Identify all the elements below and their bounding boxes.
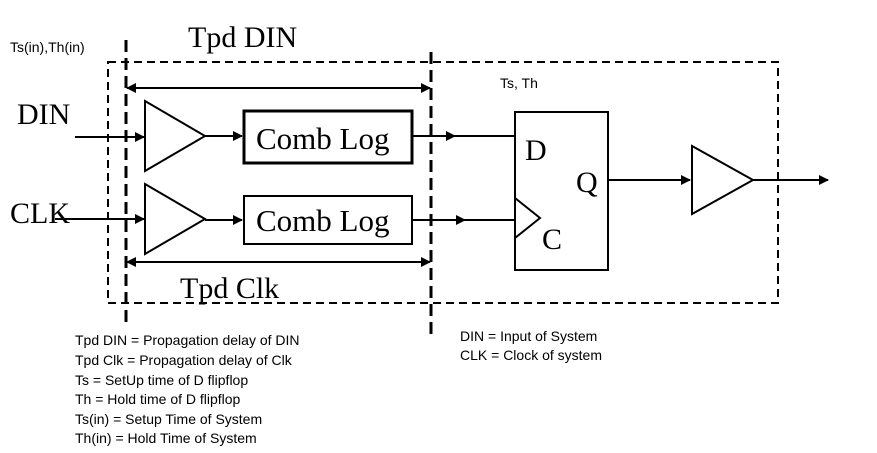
comb-log-clk-label: Comb Log (256, 203, 389, 238)
legend-line: Ts = SetUp time of D flipflop (75, 372, 248, 388)
tpd-clk-label: Tpd Clk (180, 272, 279, 305)
legend-line: Tpd Clk = Propagation delay of Clk (75, 352, 293, 368)
clk-buffer (144, 182, 207, 256)
legend-line: Th = Hold time of D flipflop (75, 391, 241, 407)
comb-log-din-box (242, 109, 414, 165)
comb-log-din-label: Comb Log (256, 121, 389, 156)
legend-line: CLK = Clock of system (460, 347, 602, 363)
ts-th-in-label: Ts(in),Th(in) (10, 39, 85, 55)
ts-th-label: Ts, Th (500, 75, 538, 91)
legend-line: Th(in) = Hold Time of System (75, 430, 257, 446)
legend-left: Tpd DIN = Propagation delay of DIN Tpd C… (75, 332, 300, 446)
tpd-din-label: Tpd DIN (188, 21, 297, 54)
system-boundary (107, 61, 779, 304)
legend-right: DIN = Input of System CLK = Clock of sys… (460, 328, 602, 363)
d-flipflop (514, 111, 609, 271)
clock-input-triangle (514, 197, 542, 239)
output-buffer (691, 144, 756, 216)
ff-d-label: D (525, 134, 547, 167)
din-label: DIN (17, 98, 70, 131)
ff-q-label: Q (576, 166, 598, 199)
legend-line: Ts(in) = Setup Time of System (75, 411, 262, 427)
din-buffer (144, 99, 207, 173)
legend-line: Tpd DIN = Propagation delay of DIN (75, 332, 300, 348)
clk-label: CLK (10, 197, 70, 230)
ff-c-label: C (542, 223, 562, 256)
legend-line: DIN = Input of System (460, 328, 597, 344)
